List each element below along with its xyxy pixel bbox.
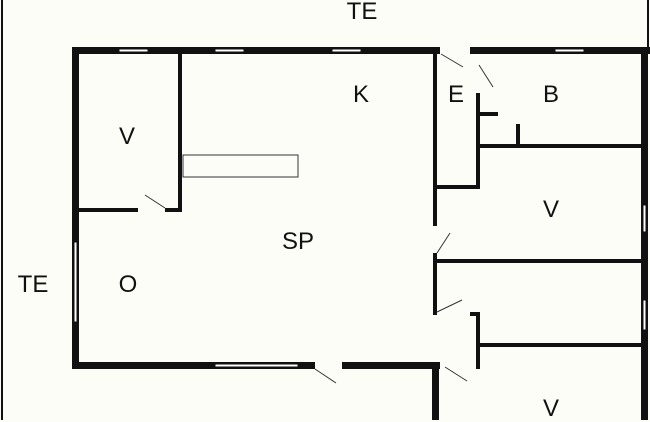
label-terrace-left: TE (17, 271, 49, 298)
kitchen-counter (182, 154, 299, 178)
label-bedroom-right-2: V (542, 395, 560, 422)
label-kitchen: K (352, 81, 370, 108)
label-dining: SP (281, 228, 315, 255)
label-living: O (118, 271, 138, 298)
label-bedroom-left: V (118, 123, 136, 150)
label-bedroom-right-1: V (542, 196, 560, 223)
door-swings (144, 53, 494, 384)
windows (73, 48, 647, 368)
label-terrace-top: TE (346, 0, 378, 25)
label-entrance: E (447, 81, 465, 108)
label-bathroom: B (542, 81, 560, 108)
